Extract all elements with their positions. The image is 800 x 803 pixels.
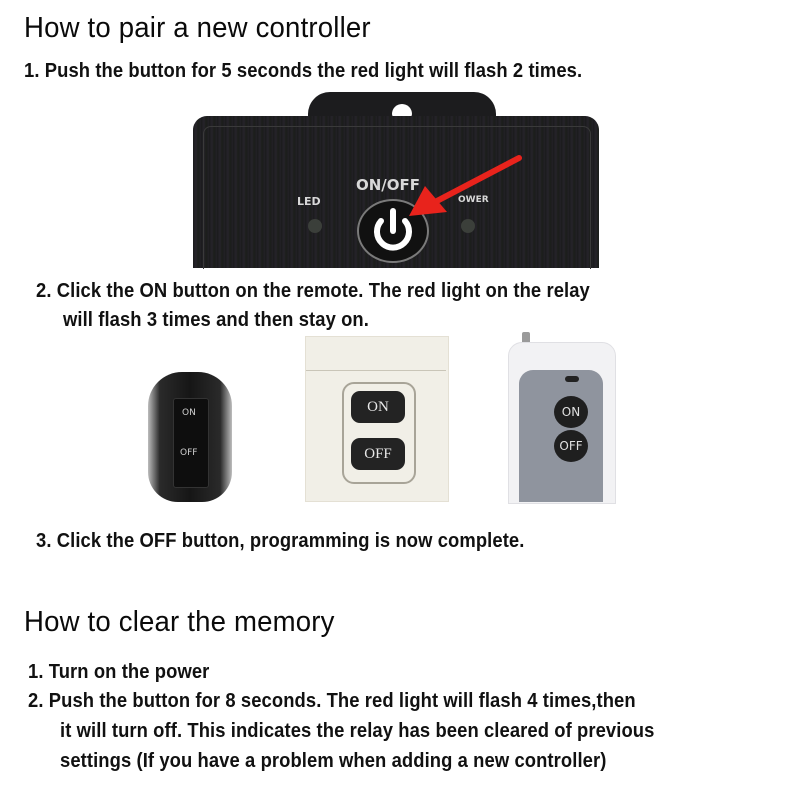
power-indicator — [461, 219, 475, 233]
clear-step-1: 1. Turn on the power — [28, 661, 209, 684]
wall-switch-line — [306, 370, 446, 371]
fob-on-label: ON — [182, 408, 196, 418]
step-number: 3. — [36, 530, 52, 552]
step-text: Click the ON button on the remote. The r… — [56, 280, 590, 302]
antenna — [522, 332, 530, 346]
step-text: Click the OFF button, programming is now… — [56, 530, 525, 552]
step-text: Turn on the power — [48, 661, 210, 683]
silver-remote-off-button: OFF — [554, 430, 588, 462]
silver-remote-led — [565, 376, 579, 382]
clear-step-2-line-1: 2. Push the button for 8 seconds. The re… — [28, 690, 636, 713]
relay-inner-border — [203, 126, 591, 269]
step-text: Push the button for 5 seconds the red li… — [44, 60, 583, 82]
wall-switch-frame — [342, 382, 416, 484]
led-indicator — [308, 219, 322, 233]
power-label: OWER — [458, 195, 489, 205]
pair-section-title: How to pair a new controller — [24, 12, 371, 44]
step-number: 1. — [24, 60, 40, 82]
relay-mount-hole — [392, 104, 412, 118]
red-arrow-icon — [409, 155, 522, 216]
step-number: 2. — [36, 280, 52, 302]
pair-step-2-line-1: 2. Click the ON button on the remote. Th… — [36, 280, 590, 303]
clear-step-2-line-2: it will turn off. This indicates the rel… — [60, 720, 655, 742]
wall-switch-on-button: ON — [351, 391, 405, 423]
pair-step-1: 1. Push the button for 5 seconds the red… — [24, 60, 582, 83]
power-icon — [374, 208, 412, 251]
fob-button-panel — [173, 398, 209, 488]
onoff-label: ON/OFF — [356, 176, 421, 194]
led-label: LED — [297, 195, 321, 208]
fob-off-label: OFF — [180, 448, 198, 458]
step-number: 1. — [28, 661, 44, 683]
clear-section-title: How to clear the memory — [24, 606, 335, 638]
step-number: 2. — [28, 690, 44, 712]
clear-step-2-line-3: settings (If you have a problem when add… — [60, 750, 607, 772]
pair-step-2-line-2: will flash 3 times and then stay on. — [63, 309, 369, 331]
wall-switch-off-button: OFF — [351, 438, 405, 470]
silver-remote-on-button: ON — [554, 396, 588, 428]
step-text: Push the button for 8 seconds. The red l… — [48, 690, 636, 712]
pair-step-3: 3. Click the OFF button, programming is … — [36, 530, 524, 553]
